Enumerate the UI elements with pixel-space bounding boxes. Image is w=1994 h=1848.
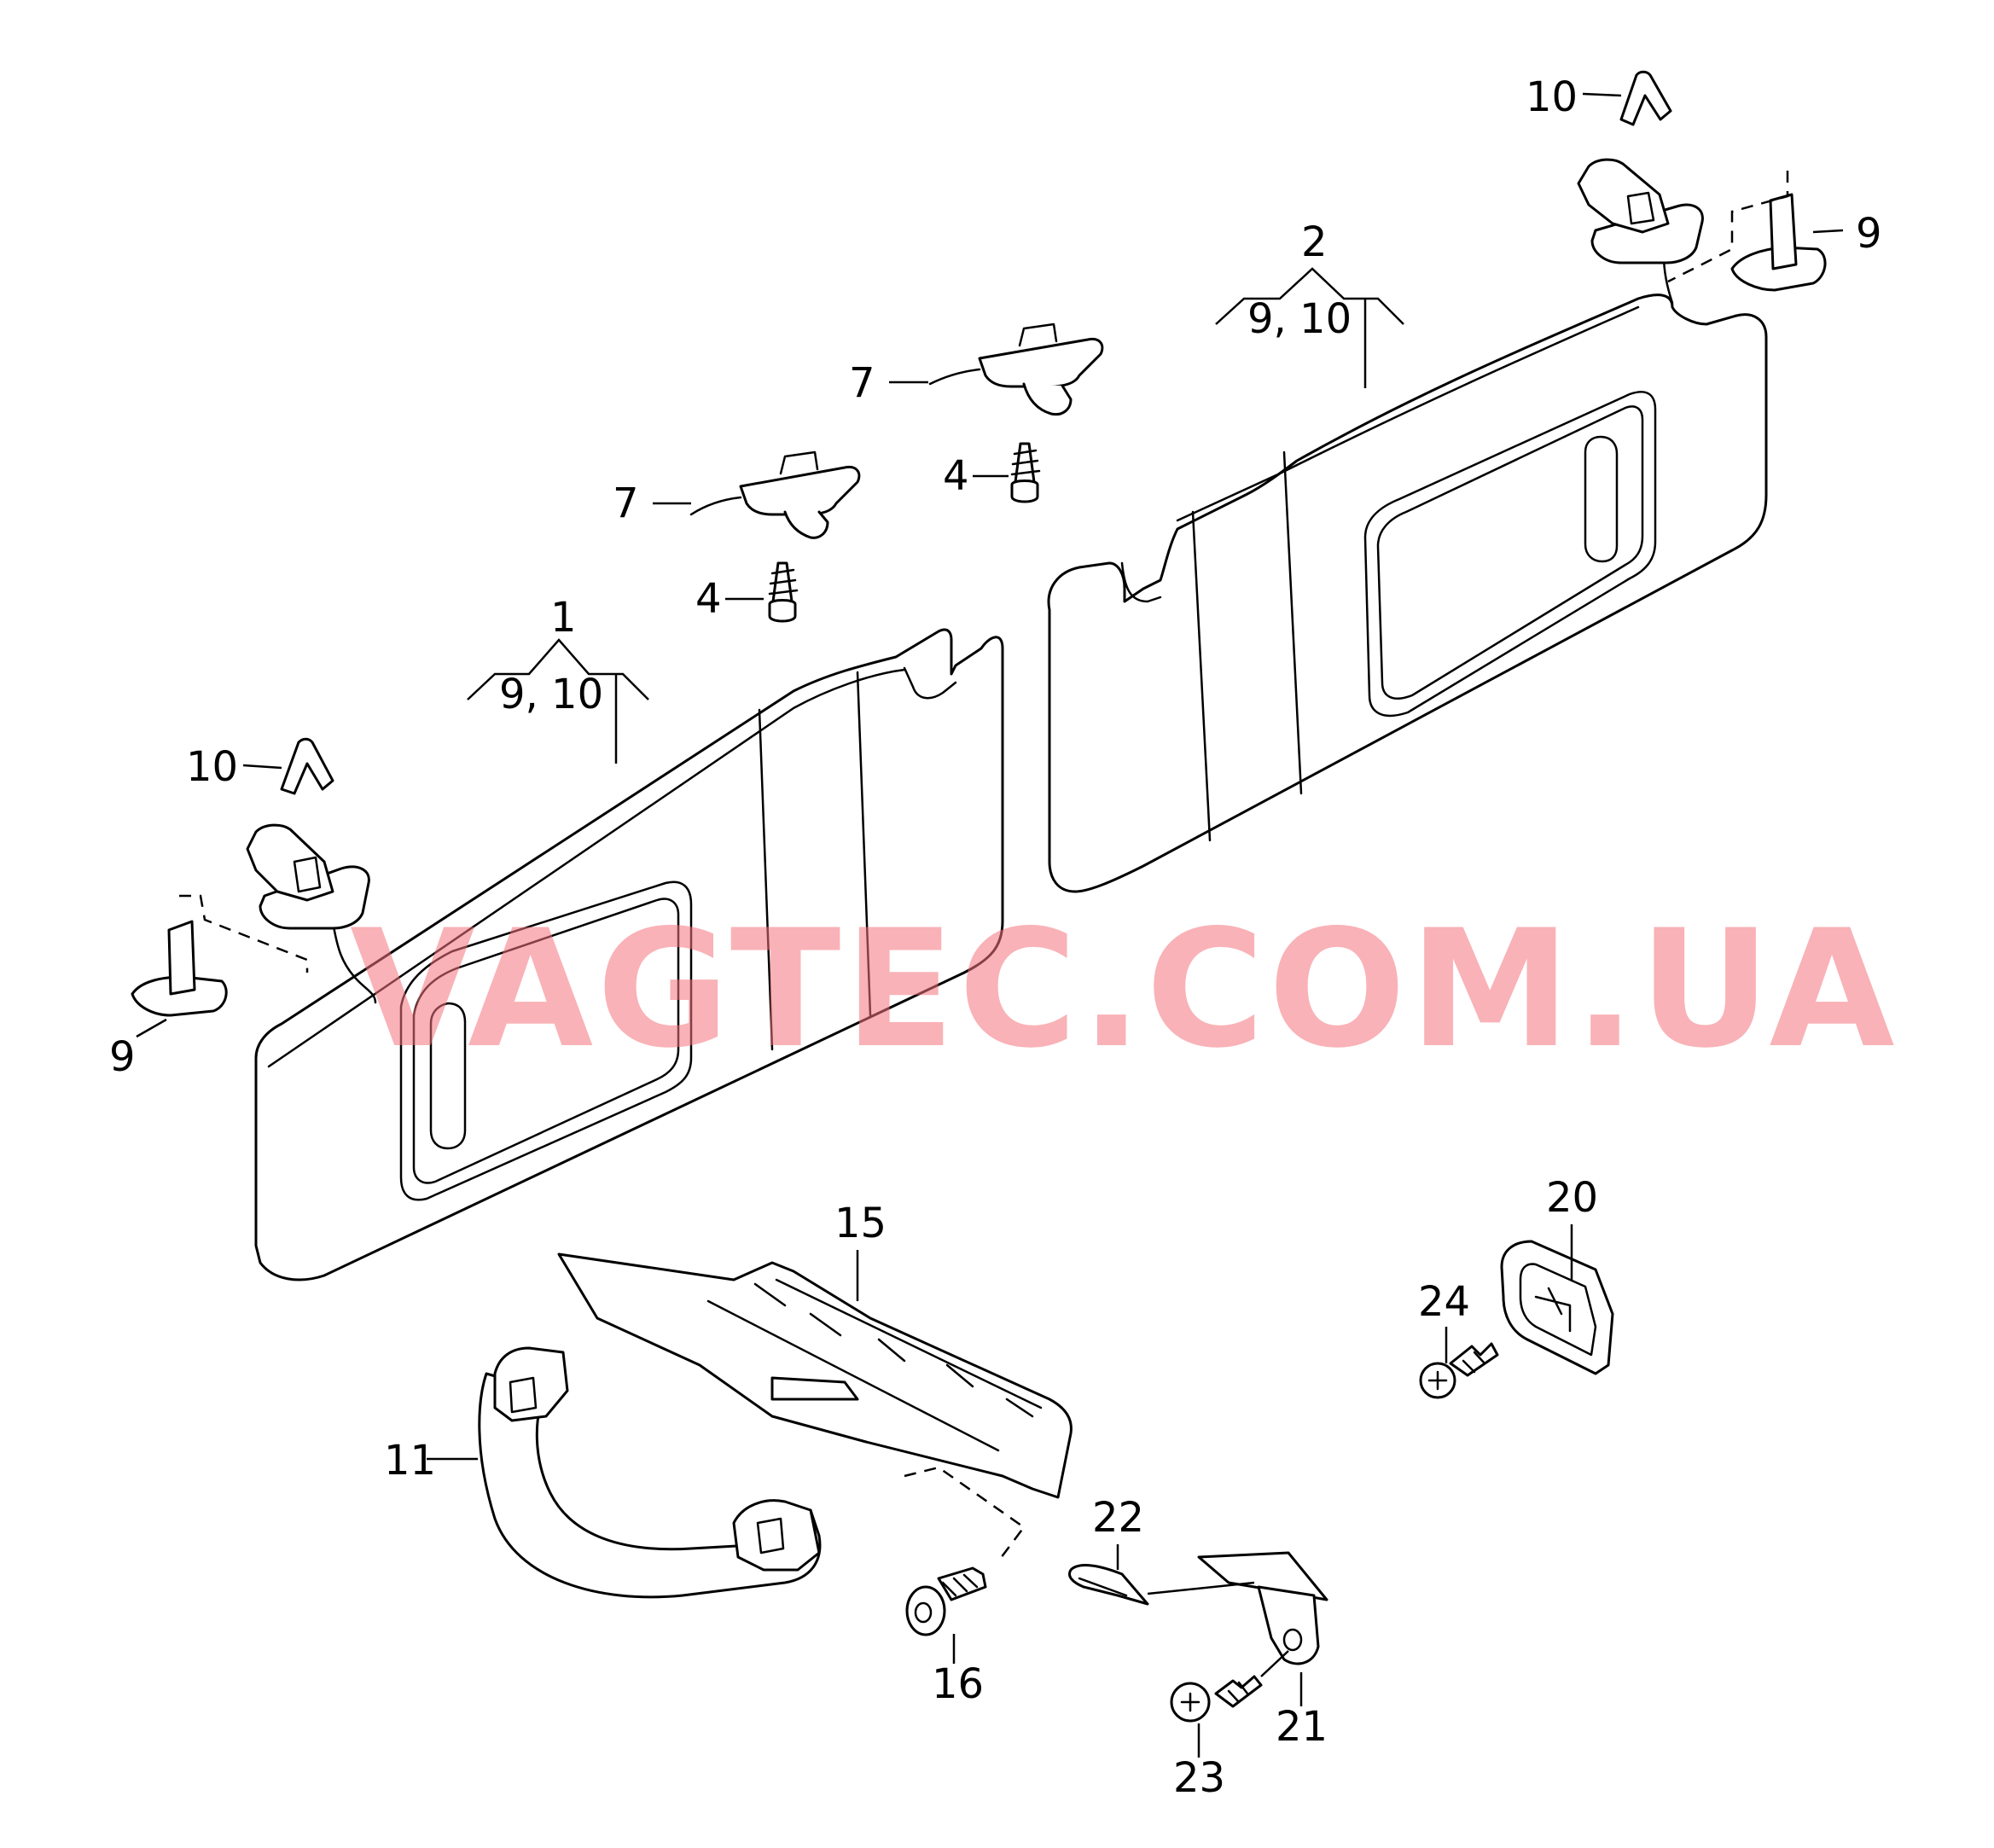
- callout-mount-left: 7: [613, 479, 639, 527]
- callout-sunvisor-left: 1: [550, 594, 577, 642]
- clip-left: [131, 920, 228, 1017]
- sunvisor-right: [1047, 254, 1768, 893]
- callout-bolt: 16: [932, 1660, 984, 1708]
- mount-right: [928, 323, 1104, 416]
- trim-panel: [557, 1252, 1073, 1499]
- mount-left: [689, 450, 861, 539]
- callout-spring-clip: 22: [1092, 1494, 1144, 1542]
- callout-screw-right: 4: [943, 452, 969, 500]
- hook: [1500, 1240, 1614, 1375]
- callout-sunvisor-left-sub: 9, 10: [499, 671, 603, 718]
- bolt: [905, 1566, 987, 1636]
- callout-clip-right: 9: [1856, 210, 1882, 258]
- callout-clip-left: 9: [109, 1033, 136, 1081]
- callout-bracket: 21: [1276, 1703, 1328, 1751]
- hinge-right: [1577, 158, 1704, 264]
- bracket: [1197, 1551, 1328, 1665]
- clip-right: [1730, 193, 1827, 292]
- cap-right: [1619, 70, 1672, 126]
- callout-trim-panel: 15: [834, 1200, 887, 1247]
- screw-hook: [1419, 1342, 1499, 1399]
- spring-clip: [1068, 1564, 1149, 1606]
- callout-labels: 1 9, 10 2 9, 10 4 4 7 7 9 9 10 10 11 15 …: [109, 73, 1882, 1802]
- screw-right: [1010, 442, 1041, 503]
- callout-sunvisor-right-sub: 9, 10: [1247, 295, 1352, 343]
- callout-screw-bracket: 23: [1173, 1754, 1225, 1802]
- callout-grab-handle: 11: [384, 1437, 436, 1485]
- callout-mount-right: 7: [849, 359, 875, 407]
- callout-sunvisor-right: 2: [1301, 218, 1328, 266]
- screw-left: [768, 561, 799, 623]
- callout-cap-left: 10: [186, 743, 238, 791]
- screw-bracket: [1170, 1675, 1263, 1723]
- callout-screw-left: 4: [695, 575, 722, 623]
- watermark-text: VAGTEC.COM.UA: [350, 895, 1898, 1084]
- callout-hook: 20: [1546, 1174, 1598, 1222]
- leader-lines: [136, 92, 1844, 1758]
- callout-screw-hook: 24: [1418, 1278, 1470, 1326]
- hinge-left: [246, 823, 370, 930]
- grab-handle: [478, 1346, 822, 1599]
- callout-cap-right: 10: [1526, 73, 1578, 121]
- sunvisor-left: [254, 628, 1004, 1281]
- cap-left: [280, 737, 334, 795]
